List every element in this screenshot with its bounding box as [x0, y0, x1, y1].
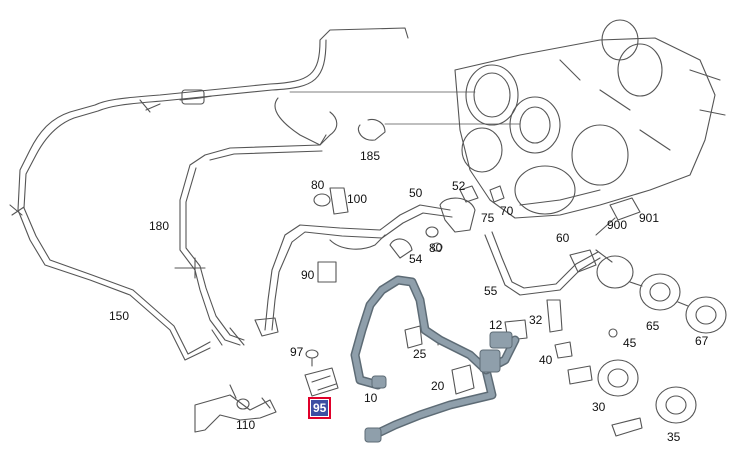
- turbocharger-assembly-drawing: [454, 19, 726, 219]
- coolant-lines-drawing: [254, 197, 641, 337]
- callout-180[interactable]: 180: [149, 219, 170, 233]
- callout-100[interactable]: 100: [347, 192, 368, 206]
- small-fittings-drawing: [313, 185, 505, 283]
- callout-54[interactable]: 54: [409, 252, 423, 266]
- pumps-drawing: [546, 249, 727, 437]
- callout-12[interactable]: 12: [489, 318, 503, 332]
- callout-75[interactable]: 75: [481, 211, 495, 225]
- callout-150[interactable]: 150: [109, 309, 130, 323]
- callout-35[interactable]: 35: [667, 430, 681, 444]
- callout-60[interactable]: 60: [556, 231, 570, 245]
- callout-25[interactable]: 25: [413, 347, 427, 361]
- callout-67[interactable]: 67: [695, 334, 709, 348]
- hose-150-drawing: [9, 27, 409, 361]
- callout-10[interactable]: 10: [364, 391, 378, 405]
- callout-90[interactable]: 90: [301, 268, 315, 282]
- part-97-drawing: [305, 349, 319, 367]
- callout-20[interactable]: 20: [431, 379, 445, 393]
- part-95-drawing: [304, 367, 339, 397]
- callout-80-upper[interactable]: 80: [311, 178, 325, 192]
- callout-32[interactable]: 32: [529, 313, 543, 327]
- callout-50[interactable]: 50: [409, 186, 423, 200]
- callout-185[interactable]: 185: [360, 149, 381, 163]
- callout-80-lower[interactable]: 80: [429, 241, 443, 255]
- callout-901[interactable]: 901: [639, 211, 660, 225]
- bracket-110-drawing: [194, 384, 277, 433]
- callout-40[interactable]: 40: [539, 353, 553, 367]
- callout-52[interactable]: 52: [452, 179, 466, 193]
- highlighted-pipe-drawing: [350, 275, 520, 443]
- callout-70[interactable]: 70: [500, 204, 514, 218]
- callout-97[interactable]: 97: [290, 345, 304, 359]
- callout-900[interactable]: 900: [607, 218, 628, 232]
- callout-65[interactable]: 65: [646, 319, 660, 333]
- callout-45[interactable]: 45: [623, 336, 637, 350]
- callout-30[interactable]: 30: [592, 400, 606, 414]
- callout-95-selected[interactable]: 95: [307, 397, 332, 419]
- hose-180-drawing: [174, 97, 386, 346]
- callout-110[interactable]: 110: [236, 418, 256, 432]
- callout-55[interactable]: 55: [484, 284, 498, 298]
